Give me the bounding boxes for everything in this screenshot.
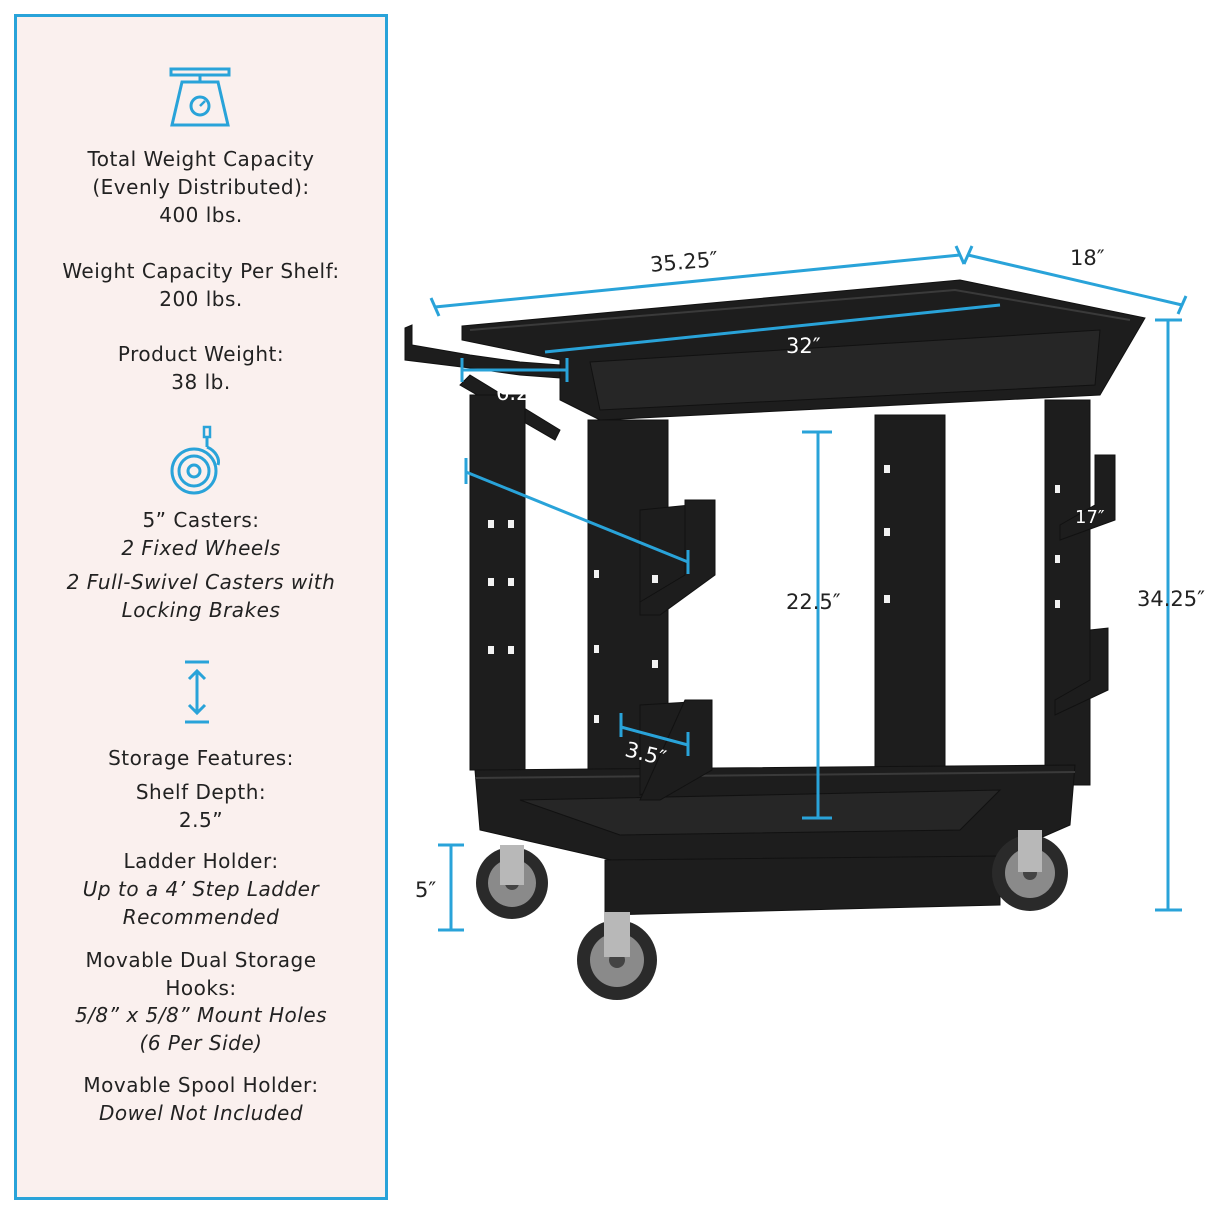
spool-line: Dowel Not Included [98, 1101, 304, 1125]
lip-dimension-label: 6.25″ [496, 381, 551, 405]
product-weight-value: 38 lb. [171, 370, 231, 394]
width-dimension-label: 18″ [1070, 246, 1105, 270]
total-capacity-value: 400 lbs. [159, 203, 243, 227]
per-shelf-label: Weight Capacity Per Shelf: [62, 259, 340, 283]
features-panel [14, 14, 388, 1200]
hooks-label-1: Movable Dual Storage [85, 948, 317, 972]
casters-label: 5” Casters: [142, 508, 260, 532]
utility-cart-illustration [404, 245, 1188, 1000]
hook-offset-dimension-label: 17″ [1075, 507, 1105, 528]
total-capacity-label-1: Total Weight Capacity [87, 147, 315, 171]
ladder-line-2: Recommended [122, 905, 280, 929]
casters-line-2b: Locking Brakes [121, 598, 281, 622]
shelf-depth-value: 2.5” [178, 808, 224, 832]
inner-length-dimension-label: 32″ [786, 334, 821, 358]
casters-line-2a: 2 Full-Swivel Casters with [66, 570, 336, 594]
hooks-line-2: (6 Per Side) [139, 1031, 263, 1055]
vertical-arrows-icon [185, 660, 209, 724]
ladder-line-1: Up to a 4’ Step Ladder [82, 877, 320, 901]
scale-icon [169, 67, 231, 127]
hooks-label-2: Hooks: [165, 976, 237, 1000]
clearance-dimension-label: 22.5″ [786, 590, 841, 614]
product-weight-label: Product Weight: [117, 342, 285, 366]
total-capacity-label-2: (Evenly Distributed): [92, 175, 310, 199]
per-shelf-value: 200 lbs. [159, 287, 243, 311]
storage-label: Storage Features: [108, 746, 294, 770]
spool-label: Movable Spool Holder: [83, 1073, 319, 1097]
height-dimension-label: 34.25″ [1137, 587, 1205, 611]
caster-icon [170, 425, 220, 495]
wheel-dimension-label: 5″ [415, 878, 437, 902]
hooks-line-1: 5/8” x 5/8” Mount Holes [74, 1003, 328, 1027]
ladder-label: Ladder Holder: [123, 849, 279, 873]
shelf-depth-label: Shelf Depth: [135, 780, 267, 804]
casters-line-1: 2 Fixed Wheels [121, 536, 281, 560]
